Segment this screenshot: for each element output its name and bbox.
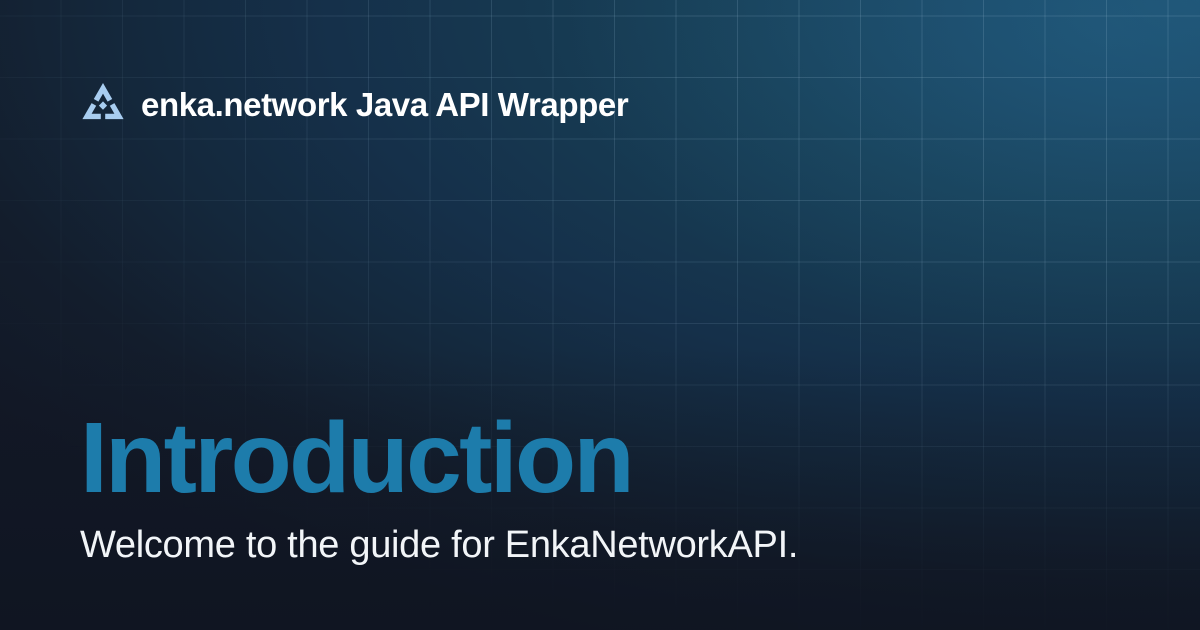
page-subtitle: Welcome to the guide for EnkaNetworkAPI. [80, 524, 799, 567]
page-title: Introduction [80, 402, 635, 515]
brand-title: enka.network Java API Wrapper [141, 85, 629, 123]
enka-triangle-logo-icon [82, 83, 124, 120]
hero-block: Introduction Welcome to the guide for En… [80, 408, 1120, 568]
brand-header: enka.network Java API Wrapper [80, 79, 629, 129]
